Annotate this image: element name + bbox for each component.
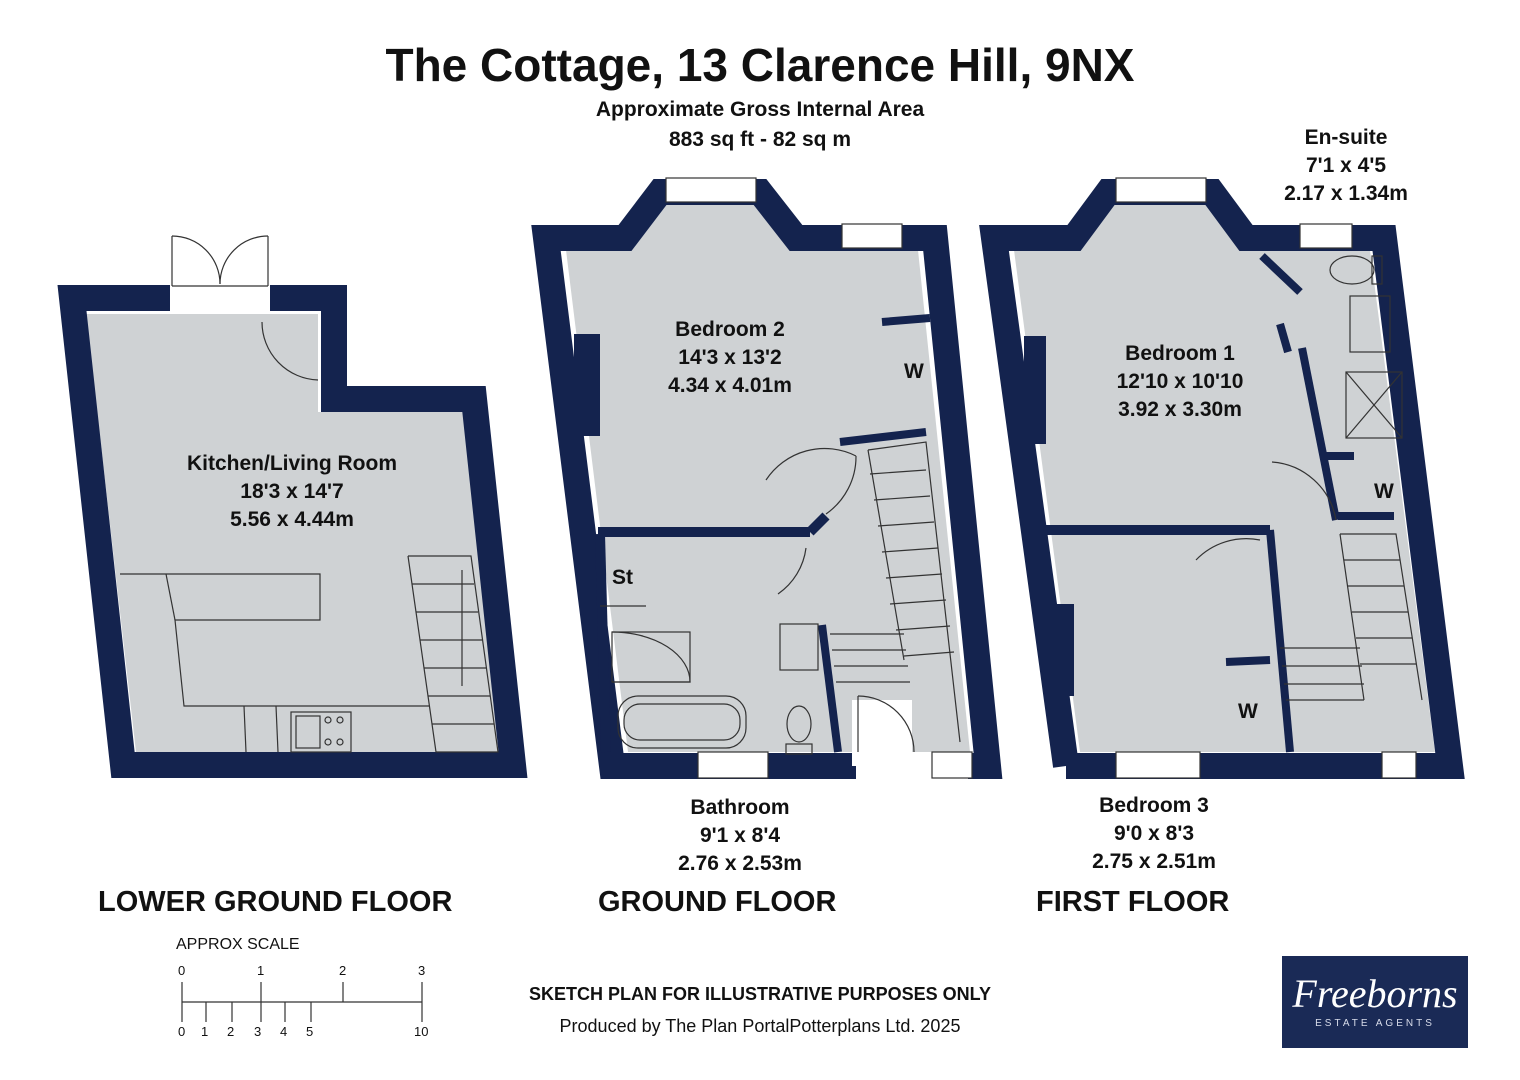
scale-label: APPROX SCALE <box>176 936 300 953</box>
plan-title: The Cottage, 13 Clarence Hill, 9NX <box>385 39 1135 91</box>
bathroom-label: Bathroom 9'1 x 8'4 2.76 x 2.53m <box>640 794 840 878</box>
kitchen-name: Kitchen/Living Room <box>187 452 397 475</box>
scale-top-tick-2: 2 <box>339 963 347 978</box>
first-floor-chimneys <box>1024 336 1074 696</box>
lower-ground-fittings <box>120 235 499 753</box>
wardrobe-label-ground: W <box>904 360 924 383</box>
scale-top-tick-3: 3 <box>418 963 426 978</box>
scale-bottom-tick-1: 1 <box>201 1024 209 1039</box>
first-floor-fittings <box>1115 177 1423 779</box>
bathroom-imperial: 9'1 x 8'4 <box>699 824 781 847</box>
store-label: St <box>612 566 633 589</box>
bedroom2-label: Bedroom 2 14'3 x 13'2 4.34 x 4.01m <box>630 316 830 400</box>
area-value: 883 sq ft - 82 sq m <box>668 128 852 151</box>
scale-bottom-tick-5: 5 <box>306 1024 314 1039</box>
bedroom3-metric: 2.75 x 2.51m <box>1092 850 1216 873</box>
ensuite-label: En-suite 7'1 x 4'5 2.17 x 1.34m <box>1256 124 1436 208</box>
bedroom3-label: Bedroom 3 9'0 x 8'3 2.75 x 2.51m <box>1054 792 1254 876</box>
ensuite-metric: 2.17 x 1.34m <box>1284 182 1408 205</box>
floor-name-ground: GROUND FLOOR <box>598 886 837 918</box>
ground-floor-chimney <box>574 334 600 436</box>
scale-top-tick-0: 0 <box>178 963 186 978</box>
area-label: Approximate Gross Internal Area <box>595 98 925 121</box>
scale-bottom-tick-2: 2 <box>227 1024 235 1039</box>
bedroom1-name: Bedroom 1 <box>1125 342 1235 365</box>
bathroom-metric: 2.76 x 2.53m <box>678 852 802 875</box>
floor-name-lower-ground: LOWER GROUND FLOOR <box>98 886 453 918</box>
bedroom2-metric: 4.34 x 4.01m <box>668 374 792 397</box>
kitchen-imperial: 18'3 x 14'7 <box>240 480 344 503</box>
freeborns-logo: Freeborns ESTATE AGENTS <box>1282 956 1468 1048</box>
scale-bottom-tick-10: 10 <box>414 1024 429 1039</box>
bedroom1-imperial: 12'10 x 10'10 <box>1116 370 1244 393</box>
kitchen-label: Kitchen/Living Room 18'3 x 14'7 5.56 x 4… <box>172 450 412 534</box>
bathroom-name: Bathroom <box>690 796 790 819</box>
scale-top-tick-1: 1 <box>257 963 265 978</box>
wardrobe-label-ensuite: W <box>1374 480 1394 503</box>
bedroom1-label: Bedroom 1 12'10 x 10'10 3.92 x 3.30m <box>1080 340 1280 424</box>
bedroom3-imperial: 9'0 x 8'3 <box>1113 822 1195 845</box>
scale-bottom-tick-3: 3 <box>254 1024 262 1039</box>
ensuite-name: En-suite <box>1304 126 1388 149</box>
logo-tagline: ESTATE AGENTS <box>1315 1018 1435 1029</box>
kitchen-floor <box>86 314 500 752</box>
logo-name: Freeborns <box>1292 971 1458 1016</box>
floor-name-first: FIRST FLOOR <box>1036 886 1230 918</box>
bedroom3-name: Bedroom 3 <box>1099 794 1209 817</box>
bedroom2-imperial: 14'3 x 13'2 <box>678 346 782 369</box>
disclaimer: SKETCH PLAN FOR ILLUSTRATIVE PURPOSES ON… <box>528 984 992 1004</box>
lower-ground-walls <box>57 285 528 778</box>
producer-credit: Produced by The Plan PortalPotterplans L… <box>559 1016 961 1036</box>
ground-floor-fittings <box>600 177 973 779</box>
first-floor-area <box>1014 204 1435 752</box>
bedroom1-metric: 3.92 x 3.30m <box>1118 398 1242 421</box>
scale-bottom-tick-4: 4 <box>280 1024 288 1039</box>
wardrobe-label-bedroom3: W <box>1238 700 1258 723</box>
first-floor-walls <box>979 179 1465 779</box>
scale-bottom-tick-0: 0 <box>178 1024 186 1039</box>
kitchen-metric: 5.56 x 4.44m <box>230 508 354 531</box>
scale-bar-lines <box>181 982 423 1022</box>
ensuite-imperial: 7'1 x 4'5 <box>1305 154 1387 177</box>
bedroom2-name: Bedroom 2 <box>675 318 785 341</box>
